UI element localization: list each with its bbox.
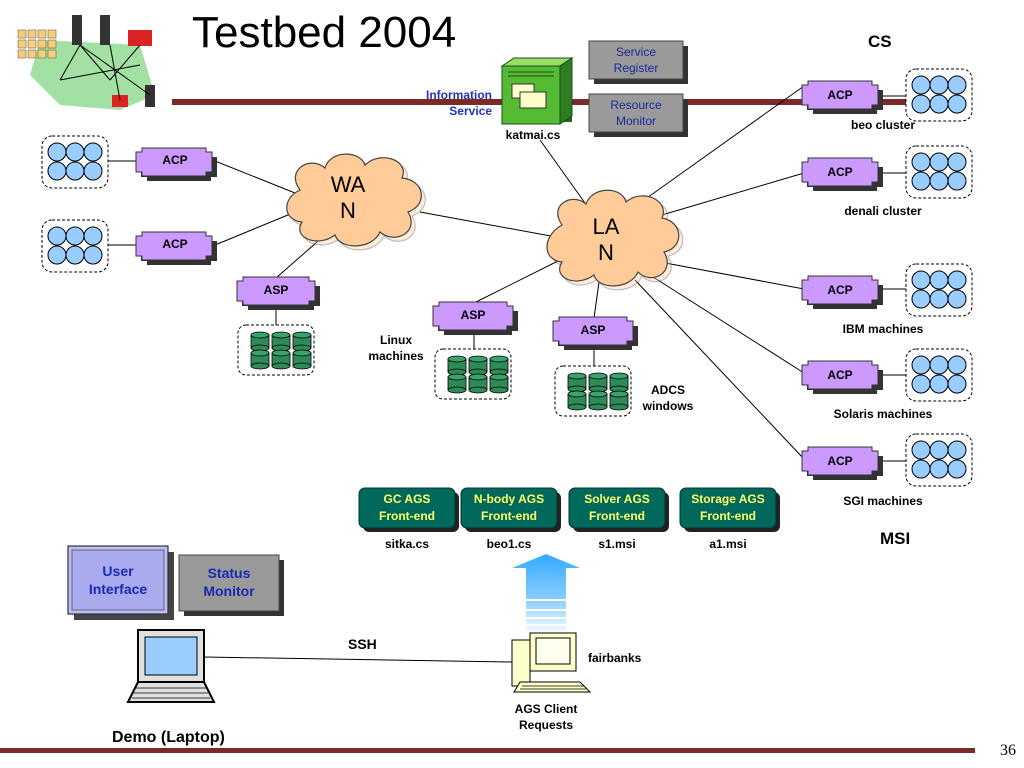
acp-right-3-label: ACP [827, 283, 853, 297]
cluster-right-1 [905, 68, 973, 122]
fairbanks-label: fairbanks [588, 651, 642, 665]
asp-linux-label: ASP [460, 308, 486, 322]
user-interface-box [67, 545, 174, 620]
storage-adcs [554, 365, 632, 417]
ags-box-2 [460, 487, 561, 532]
cluster-right-3-caption: IBM machines [842, 322, 924, 336]
cluster-groups [41, 68, 973, 487]
ags-box-3 [568, 487, 669, 532]
resource-monitor-label: Resource Monitor [610, 98, 662, 128]
ags-host-3: s1.msi [598, 537, 636, 551]
upload-arrow-icon [512, 554, 580, 635]
cluster-right-5 [905, 433, 973, 487]
cluster-right-5-caption: SGI machines [843, 494, 923, 508]
connection-lines [108, 85, 907, 663]
resource-monitor-box [588, 93, 688, 137]
status-monitor-box [178, 554, 284, 616]
acp-right-5 [801, 446, 883, 480]
ags-host-1: sitka.cs [384, 537, 430, 551]
ags-box-1 [358, 487, 459, 532]
laptop-icon [126, 629, 216, 703]
cluster-left-1 [41, 135, 109, 189]
service-register-box [588, 40, 688, 84]
ags-boxes [358, 487, 780, 532]
acp-right-2-label: ACP [827, 165, 853, 179]
grid-logo-image [17, 15, 155, 110]
component-boxes [135, 80, 883, 480]
bottom-rule [0, 748, 975, 753]
acp-right-4-label: ACP [827, 368, 853, 382]
storage-groups [237, 324, 632, 417]
wan-cloud [286, 153, 426, 251]
acp-right-1 [801, 80, 883, 114]
msi-label: MSI [880, 529, 911, 548]
acp-right-2 [801, 157, 883, 191]
acp-right-4 [801, 360, 883, 394]
page-number: 36 [1000, 742, 1016, 759]
acp-left-1 [135, 147, 217, 181]
slide-title: Testbed 2004 [192, 8, 457, 57]
cluster-right-4-caption: Solaris machines [833, 407, 933, 421]
asp-adcs [552, 316, 638, 350]
acp-left-1-label: ACP [162, 153, 188, 167]
katmai-label: katmai.cs [505, 128, 561, 142]
cluster-right-3 [905, 263, 973, 317]
acp-right-3 [801, 275, 883, 309]
information-service-label: Information Service [426, 88, 492, 118]
asp-left [236, 276, 320, 310]
ags-host-2: beo1.cs [486, 537, 532, 551]
cluster-left-2 [41, 219, 109, 273]
acp-right-5-label: ACP [827, 454, 853, 468]
ags-host-4: a1.msi [709, 537, 747, 551]
lan-cloud [546, 189, 684, 291]
asp-left-label: ASP [263, 283, 289, 297]
ags-box-4 [679, 487, 780, 532]
ssh-label: SSH [348, 636, 377, 652]
asp-linux [432, 301, 518, 335]
storage-left [237, 324, 315, 376]
cluster-right-1-caption: beo cluster [850, 118, 916, 132]
acp-left-2-label: ACP [162, 237, 188, 251]
cluster-right-2-caption: denali cluster [844, 204, 922, 218]
service-register-label: Service Register [613, 45, 659, 75]
acp-right-1-label: ACP [827, 88, 853, 102]
asp-adcs-label: ASP [580, 323, 606, 337]
storage-linux [434, 348, 512, 400]
cluster-right-4 [905, 348, 973, 402]
desktop-pc-icon [511, 632, 592, 693]
demo-laptop-label: Demo (Laptop) [112, 729, 225, 746]
katmai-server-icon [500, 57, 574, 125]
acp-left-2 [135, 231, 217, 265]
cluster-right-2 [905, 145, 973, 199]
cs-label: CS [868, 32, 892, 51]
